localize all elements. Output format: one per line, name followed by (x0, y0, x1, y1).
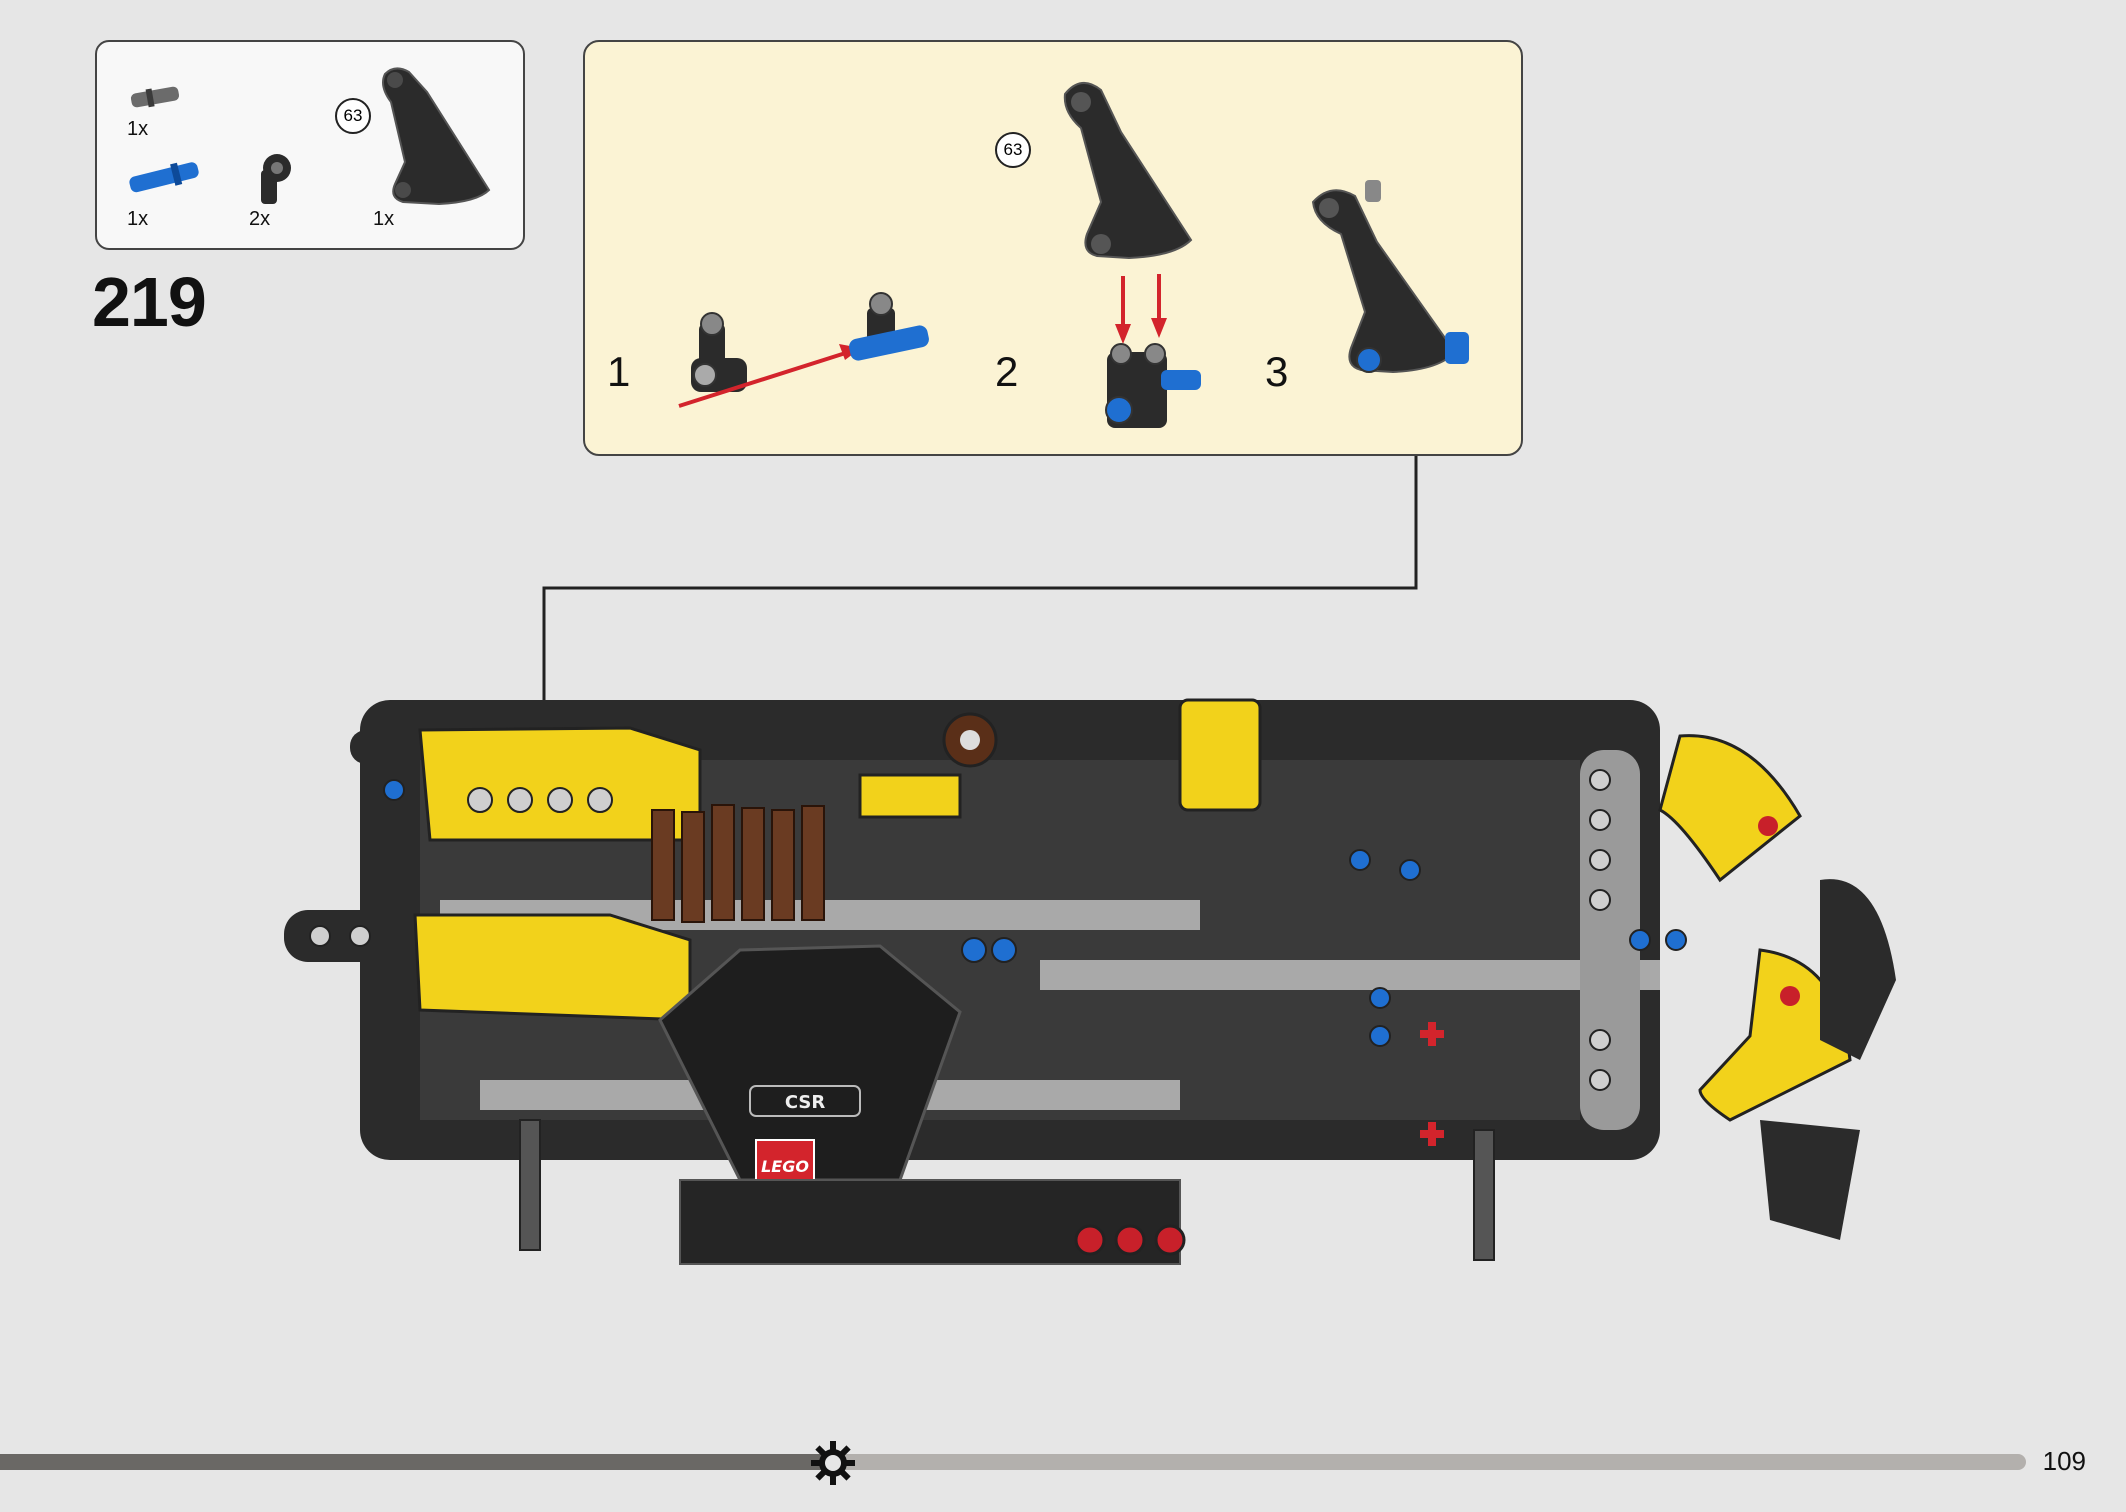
progress-gear-icon (811, 1441, 855, 1485)
lego-logo: LEGO (761, 1157, 809, 1176)
part-count: 1x (127, 118, 149, 140)
callout-ref-number: 63 (995, 132, 1031, 168)
csr-badge: CSR (785, 1092, 826, 1113)
black-angle-connector-icon (261, 154, 291, 204)
substep-number: 1 (607, 348, 631, 395)
parts-list-box: 1x 1x 2x 63 1x (95, 40, 525, 250)
page-number: 109 (2042, 1446, 2086, 1476)
part-count: 1x (127, 208, 149, 230)
page-progress-fill (0, 1454, 831, 1470)
part-count: 1x (373, 208, 395, 230)
gray-connector-pin-icon (130, 86, 180, 108)
part-count: 2x (249, 208, 271, 230)
page-progress-bar (0, 1454, 2026, 1470)
substep-2-illustration (1063, 82, 1201, 428)
blue-axle-pin-icon (129, 162, 199, 193)
sub-assembly-callout: 1 2 3 63 (583, 40, 1523, 456)
part-ref-number: 63 (335, 98, 371, 134)
black-fairing-panel-icon (382, 67, 491, 206)
substep-3-illustration (1311, 180, 1469, 374)
substep-1-illustration (678, 292, 929, 408)
step-number: 219 (92, 263, 207, 341)
substep-number: 3 (1265, 348, 1289, 395)
chassis-model-illustration: CSR LEGO (284, 698, 1896, 1265)
substep-number: 2 (995, 348, 1019, 395)
